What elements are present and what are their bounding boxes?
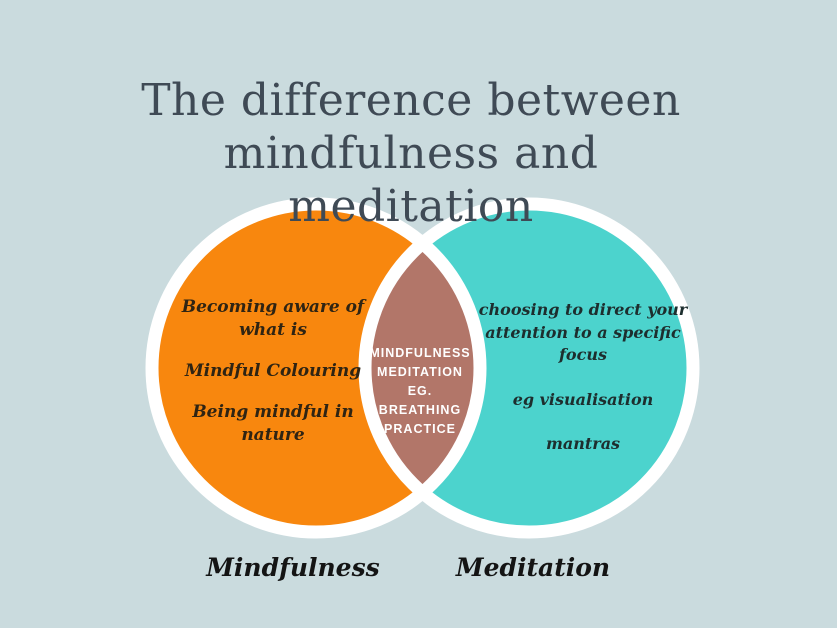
meditation-items: choosing to direct your attention to a s…: [473, 299, 693, 478]
page-title: The difference between mindfulness and m…: [0, 74, 822, 233]
intersection-line: EG.: [407, 384, 433, 398]
meditation-label: Meditation: [455, 553, 611, 582]
intersection-lens: [365, 204, 480, 532]
mindfulness-items: Becoming aware of what is Mindful Colour…: [163, 296, 383, 465]
mindfulness-item: Being mindful in nature: [192, 402, 354, 445]
mindfulness-circle-outline: [145, 197, 487, 539]
meditation-circle-outline: [358, 197, 700, 539]
intersection-text: MINDFULNESS MEDITATION EG. BREATHING PRA…: [340, 344, 500, 439]
page-title-line-1: The difference between: [141, 75, 681, 126]
mindfulness-label: Mindfulness: [206, 553, 380, 582]
intersection-line: PRACTICE: [384, 422, 456, 436]
meditation-item: choosing to direct your attention to a s…: [478, 300, 688, 364]
intersection-line: MINDFULNESS: [369, 346, 471, 360]
page-title-line-3: meditation: [288, 181, 534, 232]
mindfulness-item: Mindful Colouring: [184, 361, 362, 381]
intersection-line: BREATHING: [378, 403, 462, 417]
meditation-item: mantras: [545, 434, 621, 453]
meditation-item: eg visualisation: [512, 389, 654, 409]
page-title-line-2: mindfulness and: [223, 128, 599, 179]
mindfulness-item: Becoming aware of what is: [181, 297, 365, 340]
intersection-line: MEDITATION: [377, 365, 463, 379]
